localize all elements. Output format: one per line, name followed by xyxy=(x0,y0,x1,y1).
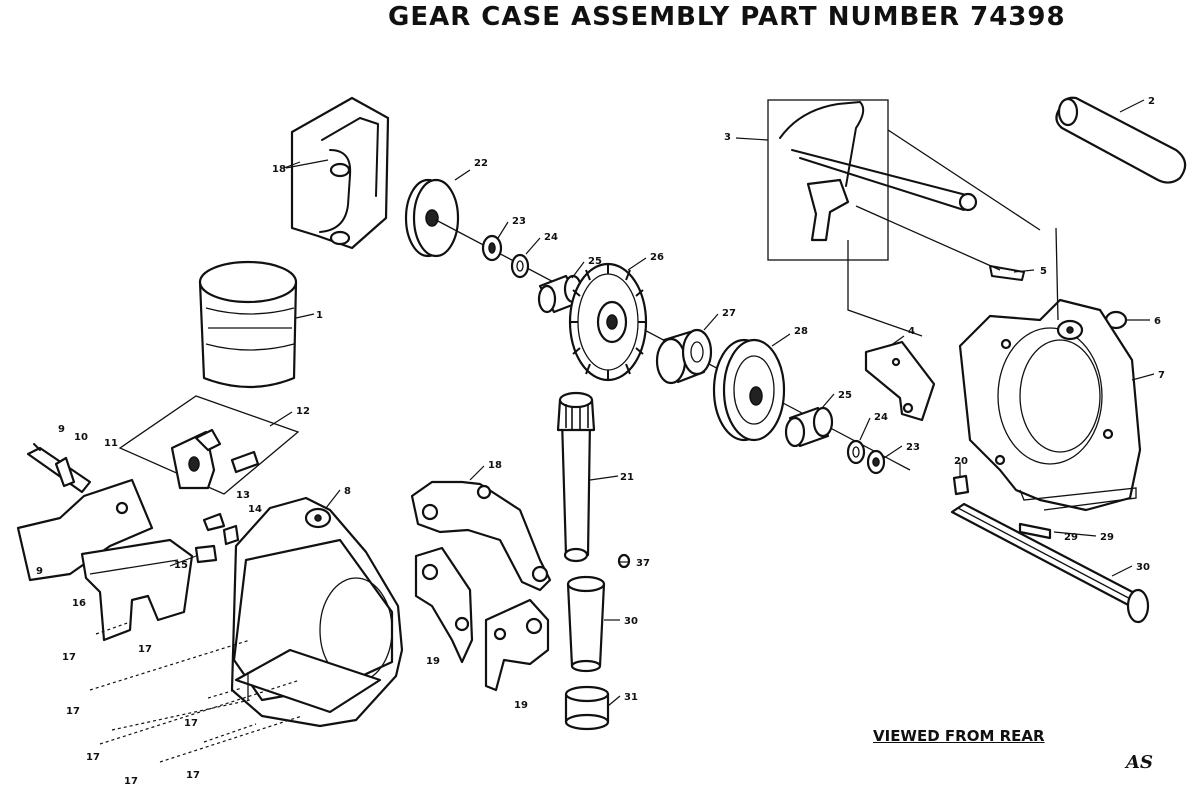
callout-25a: 25 xyxy=(588,256,602,267)
callout-30b: 30 xyxy=(624,616,638,627)
callout-2: 2 xyxy=(1148,96,1155,107)
part-30-sleeve xyxy=(566,575,606,673)
part-29-key-lower xyxy=(1018,522,1052,540)
callout-1: 1 xyxy=(316,310,323,321)
callout-12: 12 xyxy=(296,406,310,417)
diagram-code: AS xyxy=(1126,752,1153,773)
viewed-from-rear-label: VIEWED FROM REAR xyxy=(873,727,1045,745)
callout-20: 20 xyxy=(954,456,968,467)
callout-7: 7 xyxy=(1158,370,1165,381)
part-9-10-bolt xyxy=(26,443,92,494)
part-14-block xyxy=(222,524,240,546)
callout-17d: 17 xyxy=(184,718,198,729)
part-30-long-shaft xyxy=(950,502,1150,624)
callout-4: 4 xyxy=(908,326,915,337)
callout-24b: 24 xyxy=(874,412,888,423)
callout-17b: 17 xyxy=(138,644,152,655)
part-9-mount-bracket xyxy=(16,478,154,582)
callout-29b: 29 xyxy=(1064,532,1078,543)
part-23-clip-lower xyxy=(866,449,886,475)
callout-24a: 24 xyxy=(544,232,558,243)
callout-9b: 9 xyxy=(36,566,43,577)
part-2-grip xyxy=(1055,96,1187,184)
part-29-key-upper xyxy=(952,474,970,496)
callout-11: 11 xyxy=(104,438,118,449)
callout-3: 3 xyxy=(724,132,731,143)
part-19-gasket-right xyxy=(484,598,550,692)
callout-18b: 18 xyxy=(488,460,502,471)
callout-16: 16 xyxy=(72,598,86,609)
callout-6: 6 xyxy=(1154,316,1161,327)
callout-17c: 17 xyxy=(66,706,80,717)
callout-14: 14 xyxy=(248,504,262,515)
part-19-gasket-left xyxy=(414,546,474,664)
callout-29a: 29 xyxy=(1100,532,1114,543)
diagram-title: GEAR CASE ASSEMBLY PART NUMBER 74398 xyxy=(388,2,1066,32)
part-24-washer-lower xyxy=(846,439,866,465)
callout-25b: 25 xyxy=(838,390,852,401)
callout-10: 10 xyxy=(74,432,88,443)
callout-17g: 17 xyxy=(186,770,200,781)
part-3-handle-inset xyxy=(767,99,1041,337)
callout-13: 13 xyxy=(236,490,250,501)
part-25-bushing-lower xyxy=(784,406,834,448)
part-18-gasket xyxy=(410,480,552,592)
part-27-clutch xyxy=(655,328,713,385)
part-28-large-gear xyxy=(712,338,786,442)
part-17-screws xyxy=(89,621,303,763)
callout-17f: 17 xyxy=(124,776,138,787)
part-16-mount xyxy=(80,538,194,642)
part-8-motor xyxy=(230,496,404,728)
callout-27: 27 xyxy=(722,308,736,319)
part-37-ring xyxy=(617,553,631,569)
callout-17a: 17 xyxy=(62,652,76,663)
callout-19b: 19 xyxy=(514,700,528,711)
callout-21: 21 xyxy=(620,472,634,483)
callout-30a: 30 xyxy=(1136,562,1150,573)
callout-18a: 18 xyxy=(272,164,286,175)
callout-31: 31 xyxy=(624,692,638,703)
callout-5: 5 xyxy=(1040,266,1047,277)
callout-37: 37 xyxy=(636,558,650,569)
part-7-gear-case-housing xyxy=(958,227,1142,512)
part-24-washer-upper xyxy=(510,253,530,279)
part-4-plate xyxy=(864,340,936,422)
part-22-pulley xyxy=(404,169,471,258)
callout-19a: 19 xyxy=(426,656,440,667)
callout-23a: 23 xyxy=(512,216,526,227)
callout-8: 8 xyxy=(344,486,351,497)
callout-15: 15 xyxy=(174,560,188,571)
callout-28: 28 xyxy=(794,326,808,337)
part-1-filter-cylinder xyxy=(198,260,315,389)
part-31-bushing xyxy=(564,685,610,731)
part-23-clip-upper xyxy=(481,234,503,262)
callout-17e: 17 xyxy=(86,752,100,763)
callout-23b: 23 xyxy=(906,442,920,453)
callout-26: 26 xyxy=(650,252,664,263)
part-18-upper-bracket xyxy=(285,96,390,250)
callout-9a: 9 xyxy=(58,424,65,435)
part-21-pinion-shaft xyxy=(556,391,596,563)
callout-22: 22 xyxy=(474,158,488,169)
part-26-bevel-gear xyxy=(568,262,648,382)
part-11-bracket xyxy=(170,428,222,490)
part-15-nut xyxy=(194,544,218,564)
part-13-block xyxy=(202,512,226,532)
